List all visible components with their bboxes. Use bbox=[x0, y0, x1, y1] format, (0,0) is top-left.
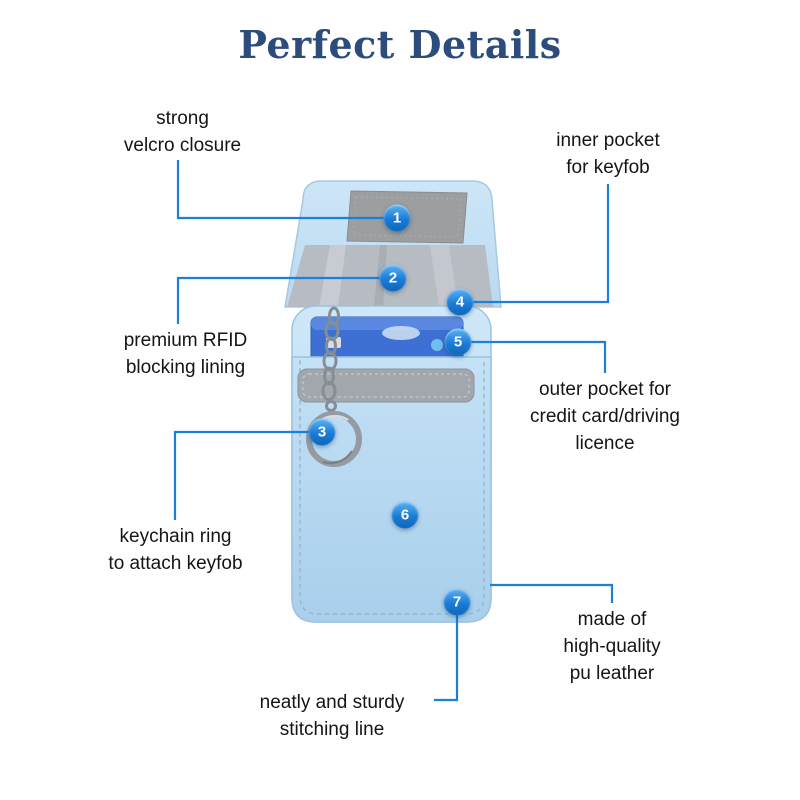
callout-badge-6: 6 bbox=[391, 501, 419, 529]
callout-label-outer-pocket: outer pocket for credit card/driving lic… bbox=[530, 379, 680, 454]
connector-line-6 bbox=[490, 583, 614, 603]
callout-label-pu-leather: made of high-quality pu leather bbox=[563, 609, 661, 684]
callout-label-stitching-line: neatly and sturdy stitching line bbox=[259, 692, 405, 740]
callout-badge-3: 3 bbox=[308, 418, 336, 446]
connector-line-2 bbox=[176, 276, 381, 324]
connector-line-4 bbox=[472, 184, 610, 304]
callout-label-rfid-lining: premium RFID blocking lining bbox=[123, 330, 248, 378]
lining-fold-highlight-left bbox=[319, 245, 346, 307]
callout-label-velcro-closure: strong velcro closure bbox=[123, 108, 242, 156]
velcro-strap bbox=[297, 368, 475, 403]
keychain-chain bbox=[321, 306, 340, 412]
callout-label-keychain-ring: keychain ring to attach keyfob bbox=[108, 526, 243, 574]
connector-line-7 bbox=[434, 615, 459, 702]
stitching-line bbox=[299, 360, 485, 615]
callout-label-inner-pocket: inner pocket for keyfob bbox=[556, 130, 660, 178]
callout-badge-5: 5 bbox=[444, 328, 472, 356]
callout-badge-4: 4 bbox=[446, 288, 474, 316]
callout-badge-1: 1 bbox=[383, 204, 411, 232]
page-title: Perfect Details bbox=[238, 22, 562, 67]
callout-badge-2: 2 bbox=[379, 264, 407, 292]
velcro-texture bbox=[352, 196, 462, 238]
front-pocket bbox=[291, 356, 492, 623]
connector-line-1 bbox=[176, 160, 384, 220]
connector-line-5 bbox=[471, 340, 607, 373]
callout-badge-7: 7 bbox=[443, 588, 471, 616]
connector-line-3 bbox=[173, 430, 309, 520]
